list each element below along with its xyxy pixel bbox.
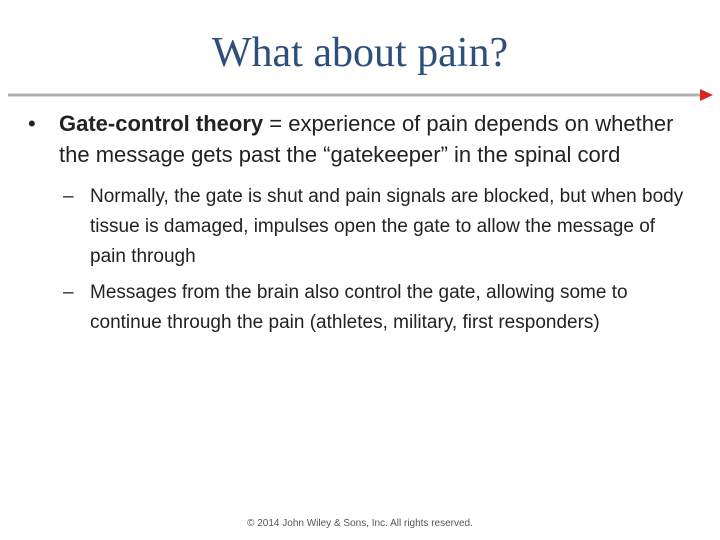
sub-bullet-marker: – [63,282,74,303]
title-rule-arrow [8,89,713,101]
sub-bullet-list: – Normally, the gate is shut and pain si… [63,182,688,338]
slide-title: What about pain? [211,30,509,76]
bullet-term: Gate-control theory [59,111,264,136]
sub-bullet-marker: – [63,186,74,207]
arrow-right-icon [700,89,713,101]
sub-bullet-text: Messages from the brain also control the… [90,282,628,333]
slide-content: • Gate-control theory = experience of pa… [28,108,688,344]
copyright-footer: © 2014 John Wiley & Sons, Inc. All right… [247,518,473,529]
sub-bullet-brain-control: – Messages from the brain also control t… [63,278,688,338]
sub-bullet-gate-shut: – Normally, the gate is shut and pain si… [63,182,688,272]
bullet-marker: • [28,111,36,136]
bullet-text: = experience of pain depends on whether … [59,111,674,167]
bullet-gate-control: • Gate-control theory = experience of pa… [28,108,688,170]
sub-bullet-text: Normally, the gate is shut and pain sign… [90,186,684,267]
